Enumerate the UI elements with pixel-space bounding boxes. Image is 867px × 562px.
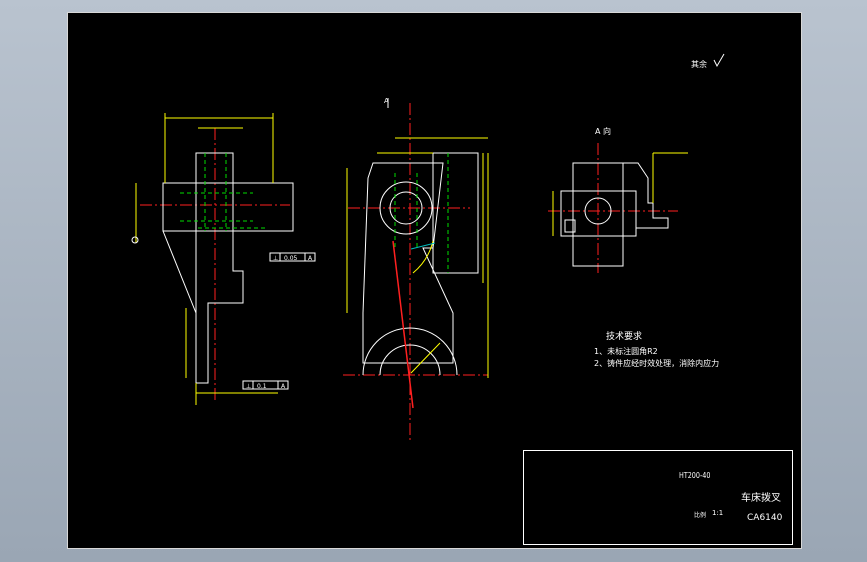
part-name: 车床拨叉 [741, 493, 781, 504]
scale-label: 比例 [694, 512, 707, 519]
tolerance-2-symbol: ⊥ [246, 383, 251, 390]
a-view-boss [560, 190, 637, 237]
drawing-number: CA6140 [747, 513, 783, 523]
left-view-body [195, 152, 244, 384]
front-view-hub-bore [389, 191, 423, 225]
a-view-flange [623, 162, 669, 229]
tech-requirement-2: 2、铸件应经时效处理，消除内应力 [594, 359, 720, 368]
view-a-label: A 向 [595, 127, 612, 136]
tolerance-frame-2: ⊥ 0.1 A [242, 380, 289, 390]
a-view-body [572, 162, 624, 267]
front-view: A [343, 97, 489, 443]
left-view-taper [162, 230, 197, 314]
title-block: HT200-40 车床拨叉 比例 1:1 CA6140 [523, 450, 793, 545]
left-view [131, 113, 294, 405]
front-view-body [362, 162, 454, 364]
tolerance-1-symbol: ⊥ [273, 255, 278, 262]
material-label: HT200-40 [679, 471, 711, 480]
tolerance-1-value: 0.05 [284, 255, 298, 262]
a-view-slot [564, 219, 576, 233]
tolerance-frame-1: ⊥ 0.05 A [269, 252, 316, 262]
scale-value: 1:1 [712, 509, 724, 517]
drawing-sheet: ⊥ 0.05 A ⊥ 0.1 A [67, 12, 802, 549]
surface-finish-icon [713, 53, 725, 68]
tech-requirement-1: 1、未标注圆角R2 [594, 347, 658, 356]
tech-requirements-title: 技术要求 [606, 332, 643, 342]
tolerance-1-datum: A [308, 255, 313, 262]
section-arrow-label: A [384, 97, 389, 105]
front-view-fork-outer [362, 327, 458, 376]
front-view-angle-dimension [412, 240, 434, 274]
a-view [548, 143, 688, 273]
front-view-flange [432, 152, 479, 274]
front-view-radius-dimension [410, 342, 441, 374]
datum-symbol [131, 236, 139, 244]
a-view-bore [584, 197, 612, 225]
front-view-hub-outer [379, 181, 433, 235]
tolerance-2-datum: A [281, 383, 286, 390]
tolerance-2-value: 0.1 [257, 383, 267, 390]
drawing-canvas: ⊥ 0.05 A ⊥ 0.1 A [131, 53, 725, 443]
left-view-boss [162, 182, 294, 232]
other-surfaces-label: 其余 [691, 60, 707, 69]
front-view-hatch [410, 242, 436, 250]
front-view-rib-line [392, 240, 414, 409]
front-view-fork-inner [379, 344, 441, 376]
